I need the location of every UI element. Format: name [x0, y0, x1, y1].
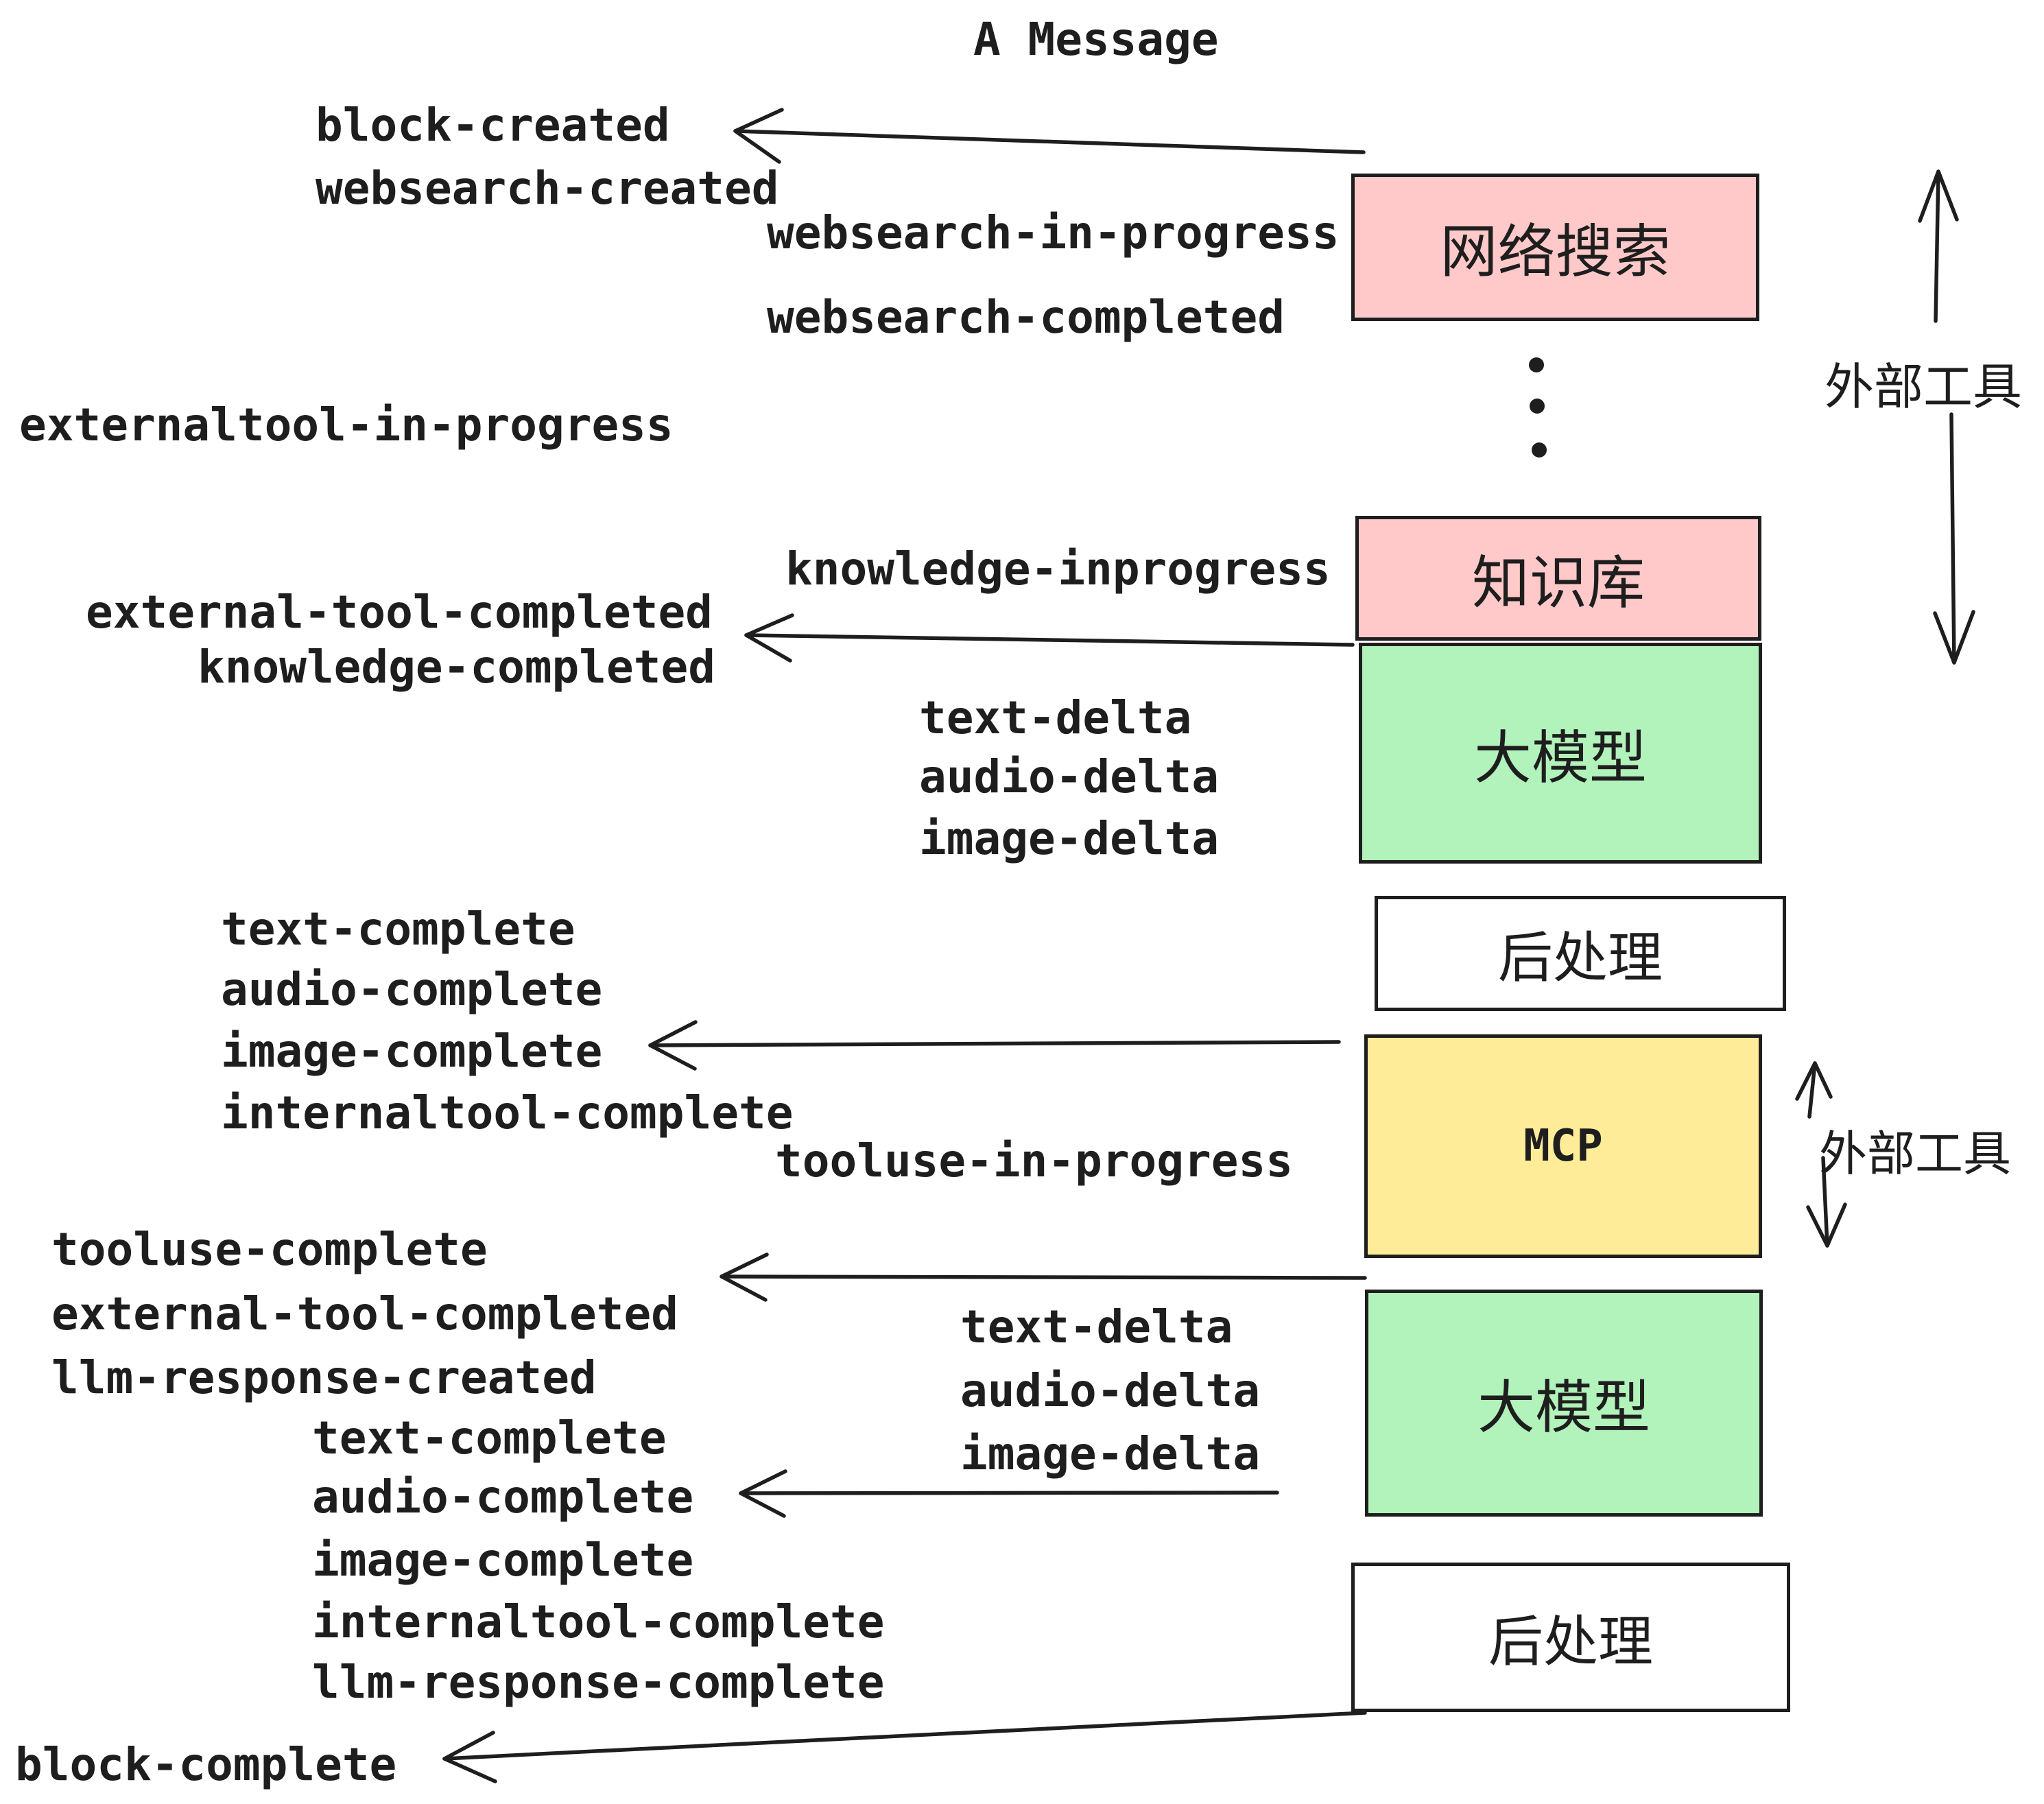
box-websearch-label: 网络搜索: [1440, 219, 1671, 284]
box-websearch: 网络搜索: [1351, 174, 1759, 321]
event-text-delta-2: text-delta: [960, 1301, 1233, 1353]
event-websearch-created: websearch-created: [316, 162, 779, 215]
box-knowledge-label: 知识库: [1471, 550, 1645, 615]
event-block-complete: block-complete: [15, 1738, 397, 1791]
box-mcp: MCP: [1364, 1034, 1762, 1258]
event-block-created: block-created: [316, 99, 670, 152]
event-websearch-completed: websearch-completed: [767, 291, 1285, 344]
event-externaltool-in-progress: externaltool-in-progress: [19, 399, 674, 451]
external-tools-bracket-up-arrow-1: [1918, 169, 1959, 323]
event-audio-complete-2: audio-complete: [312, 1471, 694, 1523]
box-knowledge: 知识库: [1355, 516, 1761, 641]
external-tools-label-1: 外部工具: [1825, 360, 2023, 415]
box-llm-2-label: 大模型: [1477, 1375, 1650, 1440]
event-knowledge-completed: knowledge-completed: [198, 641, 715, 693]
event-tooluse-complete: tooluse-complete: [51, 1223, 488, 1276]
event-external-tool-completed-1: external-tool-completed: [86, 586, 713, 639]
event-text-complete-2: text-complete: [312, 1412, 667, 1464]
event-text-delta-1: text-delta: [919, 691, 1192, 744]
event-internaltool-complete-1: internaltool-complete: [221, 1087, 794, 1139]
arrow-knowledge-completed: [744, 613, 1355, 663]
box-postprocess-1: 后处理: [1375, 896, 1786, 1011]
box-postprocess-1-label: 后处理: [1498, 927, 1663, 988]
event-llm-response-created: llm-response-created: [51, 1351, 597, 1404]
arrow-block-created: [733, 108, 1366, 164]
box-llm-1: 大模型: [1359, 643, 1762, 864]
diagram-title: A Message: [973, 13, 1219, 66]
event-llm-response-complete: llm-response-complete: [312, 1656, 885, 1709]
arrow-tooluse-complete: [720, 1253, 1367, 1302]
event-image-complete-2: image-complete: [312, 1534, 694, 1587]
event-text-complete-1: text-complete: [221, 903, 575, 956]
event-knowledge-inprogress: knowledge-inprogress: [785, 543, 1331, 595]
arrow-image-complete: [648, 1020, 1341, 1071]
external-tools-bracket-up-arrow-2: [1795, 1061, 1833, 1119]
event-internaltool-complete-2: internaltool-complete: [312, 1595, 885, 1648]
ellipsis-dots: [1529, 357, 1547, 458]
event-tooluse-in-progress: tooluse-in-progress: [775, 1135, 1293, 1187]
external-tools-bracket-down-arrow-2: [1806, 1156, 1847, 1248]
arrow-block-complete: [442, 1711, 1367, 1783]
event-websearch-in-progress: websearch-in-progress: [767, 206, 1340, 259]
box-llm-1-label: 大模型: [1473, 725, 1647, 790]
external-tools-label-2: 外部工具: [1819, 1127, 2011, 1180]
box-mcp-label: MCP: [1523, 1121, 1603, 1172]
event-external-tool-completed-2: external-tool-completed: [51, 1287, 678, 1340]
box-llm-2: 大模型: [1365, 1290, 1763, 1517]
event-audio-complete-1: audio-complete: [221, 963, 603, 1016]
event-audio-delta-1: audio-delta: [919, 750, 1220, 803]
event-image-delta-2: image-delta: [960, 1427, 1261, 1480]
event-audio-delta-2: audio-delta: [960, 1364, 1261, 1417]
box-postprocess-2-label: 后处理: [1488, 1611, 1653, 1672]
event-image-complete-1: image-complete: [221, 1025, 603, 1078]
external-tools-bracket-down-arrow-1: [1933, 412, 1975, 665]
box-postprocess-2: 后处理: [1351, 1563, 1790, 1712]
arrow-audio-complete: [739, 1469, 1279, 1518]
event-image-delta-1: image-delta: [919, 812, 1220, 865]
